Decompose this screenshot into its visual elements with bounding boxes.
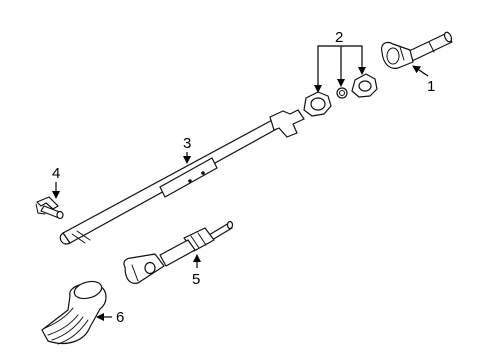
callout-3: 3	[183, 135, 191, 152]
part-5-lower-shaft	[123, 220, 234, 284]
part-3-intermediate-shaft	[59, 109, 305, 245]
callout-2: 2	[335, 29, 343, 46]
callout-6: 6	[116, 309, 124, 326]
part-4-bolt-clip	[35, 196, 64, 220]
callout-4: 4	[52, 165, 60, 182]
part-2-coupling-set	[303, 73, 378, 117]
part-1-yoke-shaft	[381, 31, 453, 69]
callout-1: 1	[427, 78, 435, 95]
leader-lines	[52, 45, 429, 321]
callout-5: 5	[192, 271, 200, 288]
part-6-dust-boot	[41, 280, 107, 345]
